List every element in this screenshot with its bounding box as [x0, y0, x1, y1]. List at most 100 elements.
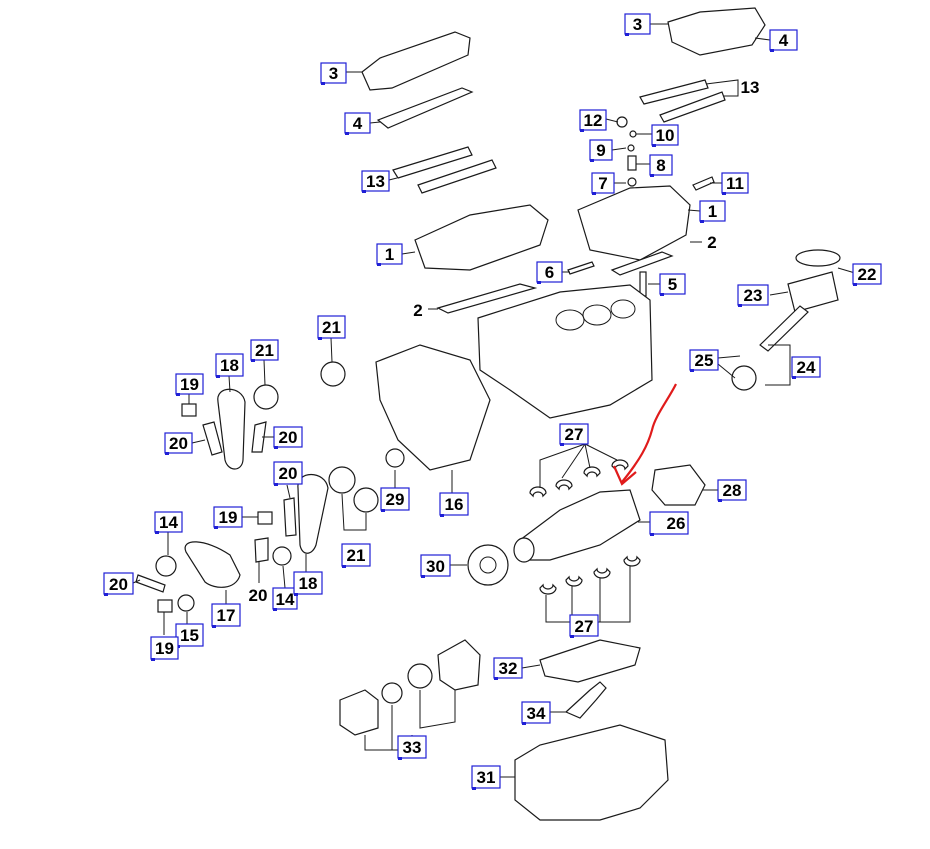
leader-1a — [401, 251, 416, 255]
valve-cover-gasket-left — [376, 87, 474, 129]
callout-4a[interactable]: 4 — [344, 112, 371, 135]
callout-8[interactable]: 8 — [649, 154, 673, 177]
callout-16[interactable]: 16 — [439, 492, 469, 517]
callout-33-label: 33 — [403, 738, 422, 757]
callout-9[interactable]: 9 — [589, 139, 613, 162]
callout-7[interactable]: 7 — [591, 172, 615, 195]
leader-lines — [132, 23, 856, 778]
callout-26[interactable]: 26 — [649, 511, 689, 536]
main-bearing-upper-2 — [555, 479, 573, 491]
callout-19c[interactable]: 19 — [150, 636, 179, 661]
callout-13a[interactable]: 13 — [361, 170, 390, 193]
callout-19b[interactable]: 19 — [213, 506, 243, 529]
callout-18a[interactable]: 18 — [215, 353, 244, 378]
main-bearing-lower-1 — [539, 583, 557, 595]
callout-23[interactable]: 23 — [737, 284, 769, 307]
oil-pickup-tube — [564, 681, 607, 719]
main-bearing-lower-2 — [565, 575, 583, 587]
callout-3b[interactable]: 3 — [624, 13, 651, 36]
callout-1a-label: 1 — [708, 202, 717, 221]
callout-17[interactable]: 17 — [211, 603, 241, 628]
rear-main-seal — [651, 464, 706, 506]
callout-28-label: 28 — [723, 481, 742, 500]
callout-21b[interactable]: 21 — [250, 339, 279, 362]
leader-1b — [687, 209, 701, 212]
leader-21b — [263, 359, 266, 386]
callout-18b[interactable]: 18 — [293, 571, 323, 596]
callout-19a-label: 19 — [180, 375, 199, 394]
timing-cover — [375, 344, 491, 471]
callout-6[interactable]: 6 — [536, 261, 563, 284]
callout-6-label: 6 — [545, 263, 554, 282]
callout-16-label: 16 — [445, 495, 464, 514]
camshaft-right-lower — [659, 91, 726, 123]
main-bearing-lower-3 — [593, 567, 611, 579]
callout-34[interactable]: 34 — [521, 701, 551, 725]
callout-11[interactable]: 11 — [721, 172, 749, 195]
leader-21a — [330, 337, 333, 363]
callout-21c[interactable]: 21 — [341, 543, 371, 568]
callout-3a[interactable]: 3 — [320, 62, 347, 85]
callout-32[interactable]: 32 — [493, 657, 523, 680]
callout-20e: 20 — [249, 586, 268, 605]
head-gasket-left — [436, 283, 538, 314]
cylinder-head-right — [577, 185, 691, 261]
leader-25 — [717, 355, 741, 379]
callout-19a[interactable]: 19 — [175, 373, 204, 396]
main-bearing-upper-3 — [583, 466, 601, 478]
callout-15-label: 15 — [180, 626, 199, 645]
callout-14b[interactable]: 14 — [272, 587, 298, 611]
main-bearing-upper-1 — [529, 486, 547, 498]
callout-30[interactable]: 30 — [420, 554, 451, 578]
callout-4b[interactable]: 4 — [769, 29, 798, 52]
callout-20d-label: 20 — [109, 575, 128, 594]
callout-29[interactable]: 29 — [380, 487, 410, 512]
free-label-2b: 2 — [707, 233, 716, 252]
callout-1a[interactable]: 1 — [699, 200, 726, 223]
oil-pump-cover — [437, 639, 481, 691]
callout-10[interactable]: 10 — [651, 124, 679, 147]
callout-33[interactable]: 33 — [397, 735, 427, 760]
callout-17-label: 17 — [217, 606, 236, 625]
callout-4a-label: 4 — [353, 114, 363, 133]
sprocket-21-mid-b — [353, 487, 379, 513]
chain-guide-20-left-low — [135, 574, 166, 593]
callout-15[interactable]: 15 — [175, 623, 204, 648]
timing-cover-seal-29 — [385, 448, 405, 468]
camshaft-left-upper — [392, 146, 473, 179]
callout-24[interactable]: 24 — [791, 356, 821, 379]
callout-1b[interactable]: 1 — [376, 243, 403, 266]
callout-21a[interactable]: 21 — [317, 315, 346, 340]
callout-28[interactable]: 28 — [717, 479, 747, 502]
main-bearing-upper-4 — [611, 459, 629, 471]
callout-18b-label: 18 — [299, 574, 318, 593]
callout-27a[interactable]: 27 — [559, 423, 589, 446]
leader-4b — [754, 37, 771, 41]
callout-31-label: 31 — [477, 768, 496, 787]
callout-12-label: 12 — [584, 111, 603, 130]
callout-20b[interactable]: 20 — [273, 426, 303, 449]
callout-boxes: 3 4 13 12 10 9 8 7 11 1 3 4 13 1 6 5 22 … — [103, 13, 882, 790]
callout-20c[interactable]: 20 — [273, 461, 303, 486]
block-bore-2 — [582, 304, 612, 326]
callout-20a[interactable]: 20 — [164, 432, 193, 455]
oil-pump-rotor-outer — [407, 663, 433, 689]
callout-4b-label: 4 — [779, 31, 789, 50]
callout-32-label: 32 — [499, 659, 518, 678]
leader-22 — [837, 267, 856, 274]
callout-21a-label: 21 — [322, 318, 341, 337]
leader-18a — [228, 375, 231, 393]
callout-5[interactable]: 5 — [659, 273, 686, 296]
callout-1b-label: 1 — [385, 245, 394, 264]
callout-12[interactable]: 12 — [579, 109, 607, 132]
leader-20d — [132, 579, 141, 584]
head-bolt-6 — [567, 261, 595, 275]
callout-14a[interactable]: 14 — [154, 511, 183, 534]
callout-22-label: 22 — [858, 265, 877, 284]
callout-20d[interactable]: 20 — [103, 572, 134, 596]
callout-27b[interactable]: 27 — [569, 614, 599, 638]
callout-22[interactable]: 22 — [852, 263, 882, 286]
callout-21c-label: 21 — [347, 546, 366, 565]
callout-25[interactable]: 25 — [689, 349, 719, 372]
callout-31[interactable]: 31 — [471, 765, 501, 790]
